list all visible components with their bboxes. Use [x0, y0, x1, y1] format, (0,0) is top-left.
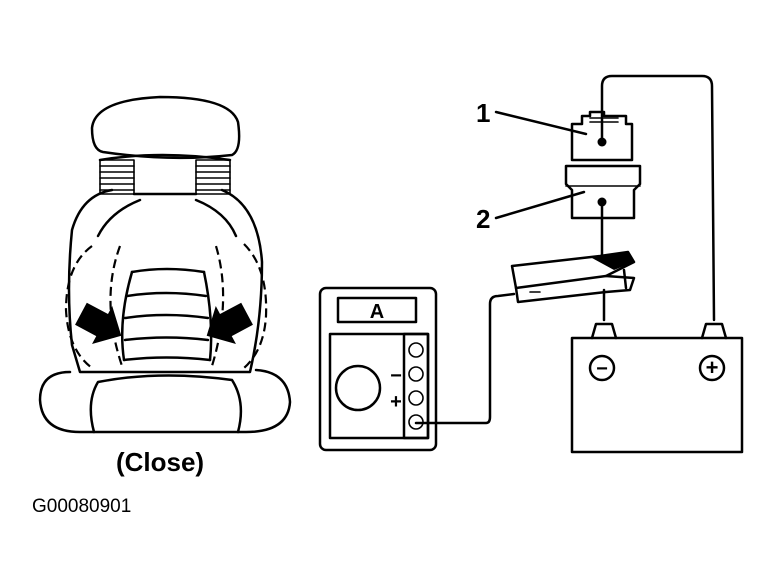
callout-leaders [494, 110, 588, 220]
ammeter-label: A [370, 301, 384, 323]
ammeter-minus-label: − [390, 365, 402, 387]
connector-icon [564, 110, 642, 220]
alligator-clip-icon [510, 250, 636, 304]
wires [414, 74, 716, 425]
callout-1: 1 [476, 98, 490, 128]
car-seat-icon [38, 95, 292, 434]
figure-id: G00080901 [32, 496, 131, 517]
arrow-icon-right [206, 302, 253, 345]
callout-2: 2 [476, 204, 490, 234]
battery-positive-label: + [706, 355, 719, 380]
battery-icon [570, 322, 744, 454]
lumbar-support [120, 267, 213, 362]
ammeter-icon [318, 286, 438, 452]
seat-caption: (Close) [116, 447, 204, 477]
battery-negative-label: − [596, 358, 608, 380]
headrest-collar [98, 153, 232, 196]
ammeter-plus-label: + [390, 391, 402, 413]
arrow-icon-left [75, 302, 122, 345]
